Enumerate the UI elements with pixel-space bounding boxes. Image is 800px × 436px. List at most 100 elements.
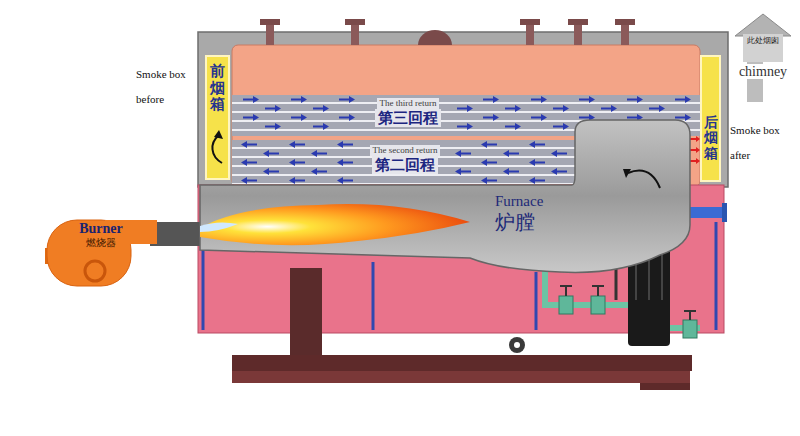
flow-arrow [342, 144, 353, 146]
shape-part [200, 120, 690, 272]
part-label: Smoke box after [730, 118, 792, 168]
tube-pass-band: The second return第二回程 [232, 140, 578, 184]
nozzle [568, 19, 588, 25]
flow-arrow [553, 108, 564, 110]
flow-arrow [263, 150, 279, 157]
valve [689, 311, 691, 320]
flow-arrow [503, 150, 519, 157]
flow-arrow [493, 114, 499, 121]
flow-arrow [589, 96, 595, 103]
flow-arrow [289, 141, 295, 148]
support-frame [640, 383, 690, 390]
node-text: 燃烧器 [63, 237, 139, 249]
shape-part [212, 136, 222, 163]
flow-arrow [481, 141, 487, 148]
flow-arrow [339, 117, 350, 119]
flow-arrow [323, 105, 329, 112]
flow-arrow [505, 108, 516, 110]
flow-arrow [503, 168, 519, 175]
flow-arrow [529, 141, 545, 148]
flow-arrow [241, 177, 257, 184]
water-pipe [722, 203, 727, 222]
boiler-shell [202, 250, 205, 330]
flow-arrow [556, 171, 567, 173]
boiler-shell [535, 272, 538, 330]
flow-arrow [349, 114, 355, 121]
flow-arrow [551, 150, 557, 157]
flow-arrow [649, 105, 665, 112]
flow-arrow [337, 159, 343, 166]
flow-arrow [457, 105, 473, 112]
shape-part [85, 261, 105, 281]
rear-smoke-box: 后烟箱 [700, 55, 721, 182]
flow-arrow [313, 105, 329, 112]
flow-arrow [553, 123, 569, 130]
flow-arrow [289, 177, 305, 184]
flow-arrow [243, 99, 254, 101]
flow-arrow [685, 96, 691, 103]
flow-arrow [627, 99, 638, 101]
flow-arrow [311, 168, 317, 175]
valve [592, 285, 604, 287]
flow-arrow [243, 114, 259, 121]
furnace-shape [198, 116, 698, 278]
support-frame [514, 342, 520, 348]
nozzle [621, 24, 629, 45]
burner: Burner燃烧器 [45, 214, 157, 288]
flow-arrow [467, 105, 473, 112]
flow-arrow [534, 162, 545, 164]
flow-arrow [505, 126, 516, 128]
flow-arrow [611, 105, 617, 112]
flow-arrow [241, 177, 247, 184]
flow-arrow [342, 162, 353, 164]
flow-arrow [323, 123, 329, 130]
node-text: 第三回程 [375, 109, 441, 127]
flow-arrow [483, 114, 499, 121]
flow-arrow [455, 168, 461, 175]
flow-arrow [563, 105, 569, 112]
nozzle [260, 19, 280, 25]
flow-arrow [291, 114, 307, 121]
flow-arrow [241, 159, 257, 166]
valve [560, 285, 572, 287]
flow-arrow [690, 160, 696, 162]
flow-arrow [294, 144, 305, 146]
flow-arrow [313, 126, 324, 128]
nozzle [260, 19, 635, 45]
flow-arrow [493, 96, 499, 103]
flow-arrow [313, 123, 329, 130]
flow-arrow [337, 141, 353, 148]
flow-arrow [483, 99, 494, 101]
flow-arrow [675, 117, 686, 119]
flow-arrow [311, 150, 327, 157]
flow-arrow [505, 105, 521, 112]
valve [559, 296, 573, 314]
flow-arrow [481, 159, 487, 166]
flow-arrow [337, 141, 343, 148]
flow-arrow [301, 114, 307, 121]
part-label: Smoke box before [136, 62, 202, 112]
flow-arrow [243, 96, 259, 103]
flow-arrow [342, 180, 353, 182]
flow-arrow [627, 96, 643, 103]
valve [683, 320, 697, 338]
flow-arrow [289, 159, 305, 166]
flow-arrow [503, 168, 509, 175]
flow-arrow [268, 171, 279, 173]
text-group: 前烟箱 [207, 63, 228, 113]
flow-arrow [486, 162, 497, 164]
shape-part [214, 130, 223, 139]
boiler-shell [198, 32, 728, 333]
flow-arrow [483, 96, 499, 103]
flow-arrow [253, 96, 259, 103]
flow-arrow [551, 168, 557, 175]
flow-arrow [349, 96, 355, 103]
flow-arrow [579, 117, 590, 119]
flow-arrow [263, 168, 279, 175]
flow-arrow [563, 123, 569, 130]
flow-arrow [275, 123, 281, 130]
support-frame [232, 268, 692, 390]
flow-arrow [460, 171, 471, 173]
flow-arrow [551, 168, 567, 175]
